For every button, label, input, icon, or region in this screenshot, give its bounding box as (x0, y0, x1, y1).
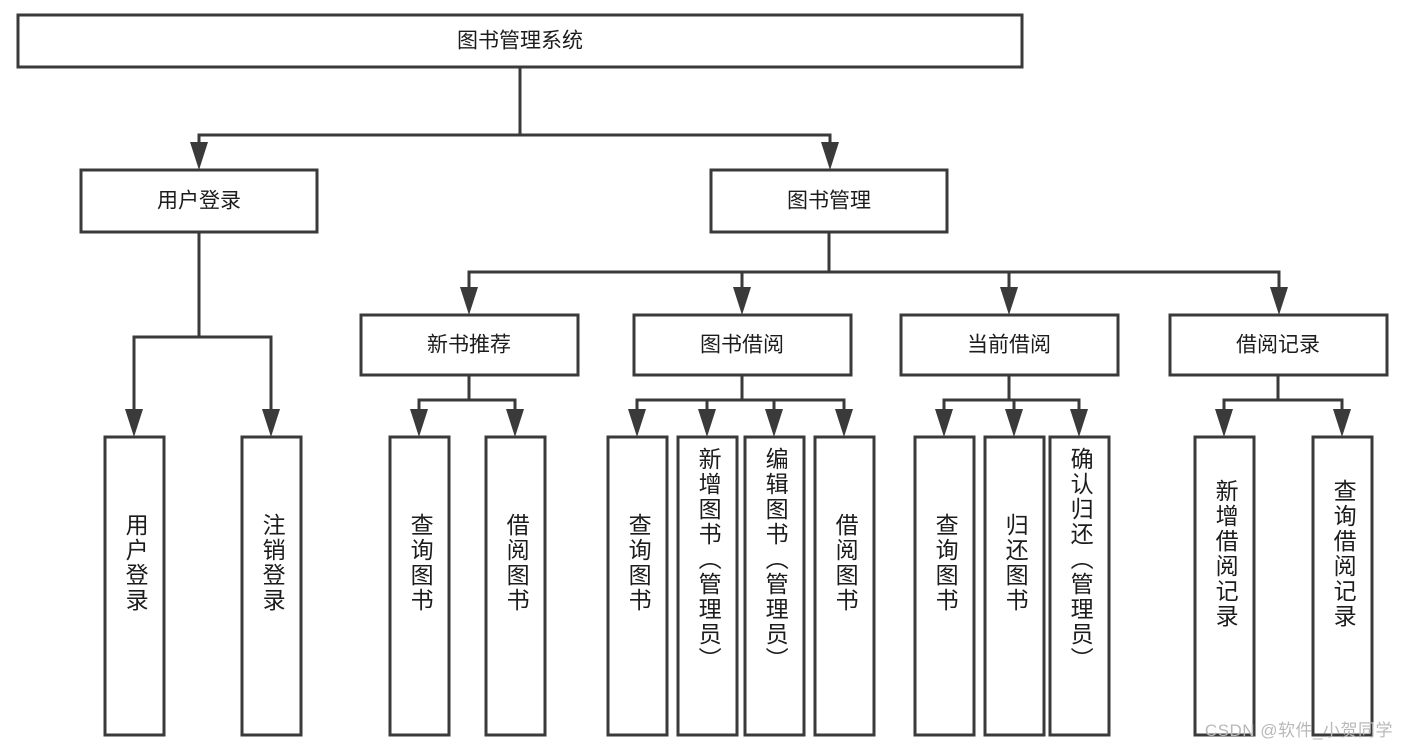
leaf-box-current-borrow-2[interactable] (1048, 435, 1111, 737)
arrow-head-icon (1070, 409, 1088, 437)
connector-root-to-level2 (190, 65, 839, 170)
node-new-book-recommend-label: 新书推荐 (427, 334, 511, 357)
arrow-head-icon (1000, 287, 1018, 315)
arrow-head-icon (1215, 409, 1233, 437)
arrow-head-icon (835, 409, 853, 437)
node-user-login-label: 用户登录 (157, 190, 241, 213)
leaf-box-user-login-0[interactable] (103, 435, 166, 737)
arrow-head-icon (698, 409, 716, 437)
arrow-head-icon (1005, 409, 1023, 437)
arrow-head-icon (460, 287, 478, 315)
node-borrow-record-label: 借阅记录 (1236, 334, 1320, 357)
node-user-login-box (79, 168, 319, 234)
connector-book-borrow-to-leaves (628, 373, 853, 437)
node-root-box (16, 13, 1024, 69)
leaf-box-user-login-1[interactable] (240, 435, 303, 737)
leaf-box-book-borrow-2[interactable] (743, 435, 806, 737)
arrow-head-icon (733, 287, 751, 315)
leaf-box-new-book-1[interactable] (484, 435, 547, 737)
node-book-borrow-label: 图书借阅 (700, 334, 784, 357)
node-root-label: 图书管理系统 (457, 30, 583, 53)
node-current-borrow-box (899, 313, 1120, 377)
watermark-text: CSDN @软件_小贺同学 (1204, 721, 1393, 740)
arrow-head-icon (262, 409, 280, 437)
connector-new-book-recommend-to-leaves (410, 373, 524, 437)
arrow-head-icon (506, 409, 524, 437)
arrow-head-icon (410, 409, 428, 437)
leaf-box-current-borrow-0[interactable] (913, 435, 976, 737)
arrow-head-icon (1333, 409, 1351, 437)
node-current-borrow[interactable]: 当前借阅 (899, 313, 1120, 377)
connector-borrow-record-to-leaves (1215, 373, 1351, 437)
connector-book-management-to-level3 (460, 230, 1288, 315)
node-book-management[interactable]: 图书管理 (709, 168, 949, 234)
node-new-book-recommend-box (359, 313, 580, 377)
leaf-box-book-borrow-0[interactable] (606, 435, 669, 737)
leaf-box-book-borrow-1[interactable] (676, 435, 739, 737)
arrow-head-icon (190, 142, 208, 170)
node-book-management-label: 图书管理 (787, 190, 871, 213)
node-user-login[interactable]: 用户登录 (79, 168, 319, 234)
leaf-box-book-borrow-3[interactable] (813, 435, 876, 737)
leaf-box-current-borrow-1[interactable] (983, 435, 1046, 737)
arrow-head-icon (1270, 287, 1288, 315)
node-root[interactable]: 图书管理系统 (16, 13, 1024, 69)
node-new-book-recommend[interactable]: 新书推荐 (359, 313, 580, 377)
arrow-head-icon (821, 142, 839, 170)
connector-current-borrow-to-leaves (935, 373, 1088, 437)
arrow-head-icon (125, 409, 143, 437)
leaf-box-borrow-record-0[interactable] (1193, 435, 1256, 737)
connector-user-login-to-leaves (125, 230, 280, 437)
node-book-borrow[interactable]: 图书借阅 (632, 313, 853, 377)
leaf-box-borrow-record-1[interactable] (1311, 435, 1374, 737)
node-borrow-record[interactable]: 借阅记录 (1168, 313, 1389, 377)
arrow-head-icon (765, 409, 783, 437)
leaf-box-new-book-0[interactable] (388, 435, 451, 737)
node-current-borrow-label: 当前借阅 (967, 334, 1051, 357)
arrow-head-icon (628, 409, 646, 437)
arrow-head-icon (935, 409, 953, 437)
